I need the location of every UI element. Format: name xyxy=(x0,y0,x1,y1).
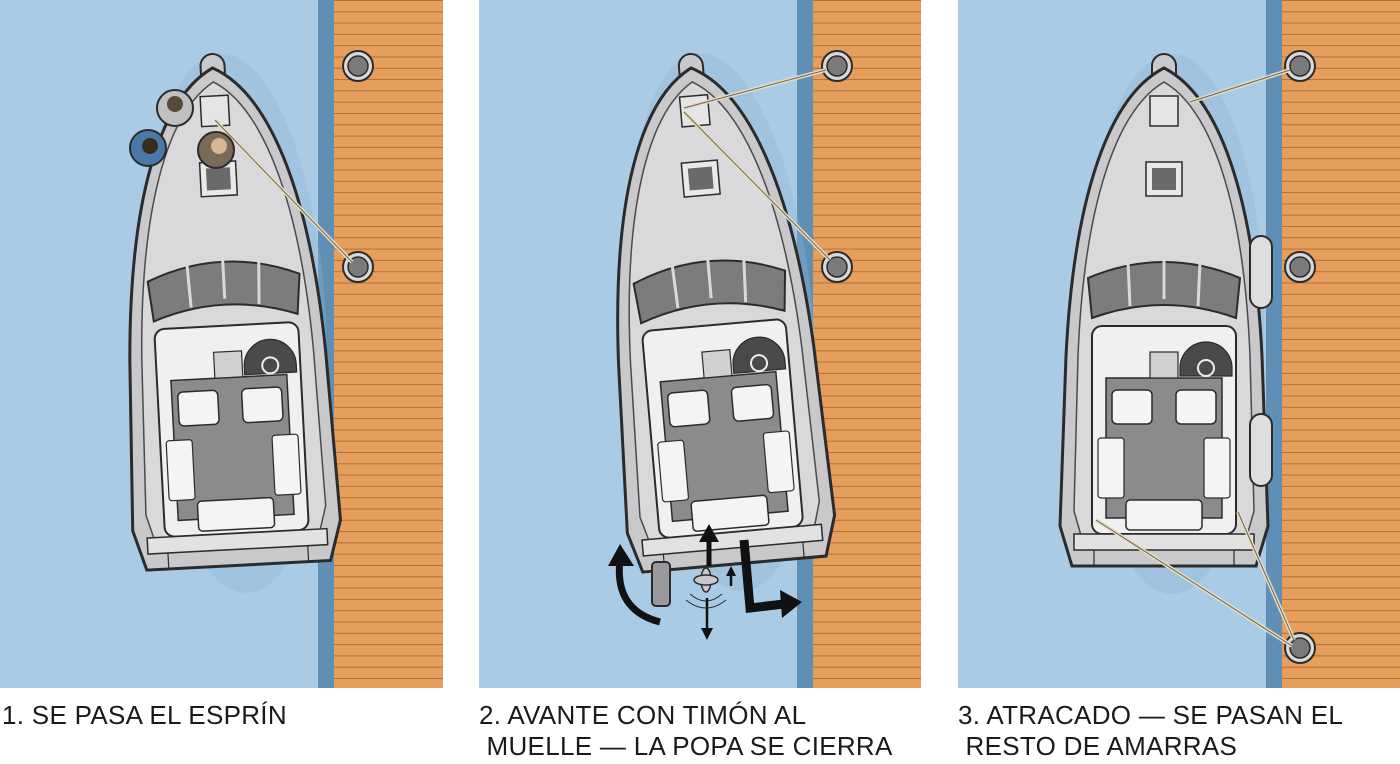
caption-line: 2. AVANTE CON TIMÓN AL xyxy=(479,700,807,730)
fender-icon xyxy=(1249,413,1273,487)
rotation-arrow-icon xyxy=(615,559,661,626)
stern-movement-arrow-icon xyxy=(739,539,785,614)
dock-edge xyxy=(1266,0,1282,688)
rudder-icon xyxy=(651,561,671,607)
caption-step-2: 2. AVANTE CON TIMÓN AL MUELLE — LA POPA … xyxy=(479,700,893,762)
caption-step-1: 1. SE PASA EL ESPRÍN xyxy=(2,700,287,731)
caption-step-3: 3. ATRACADO — SE PASAN EL RESTO DE AMARR… xyxy=(958,700,1343,762)
dock xyxy=(334,0,443,688)
caption-line: MUELLE — LA POPA SE CIERRA xyxy=(479,731,893,761)
crew-member-icon xyxy=(156,89,194,127)
bollard-icon xyxy=(342,50,374,82)
caption-line: 3. ATRACADO — SE PASAN EL xyxy=(958,700,1344,730)
bollard-icon xyxy=(1284,50,1316,82)
panel-2 xyxy=(479,0,921,688)
caption-line: RESTO DE AMARRAS xyxy=(958,731,1238,761)
crew-member-icon xyxy=(129,129,167,167)
caption-line: 1. SE PASA EL ESPRÍN xyxy=(2,700,287,730)
dock xyxy=(1282,0,1400,688)
crew-member-icon xyxy=(197,131,235,169)
bollard-icon xyxy=(1284,632,1316,664)
bollard-icon xyxy=(1284,251,1316,283)
panel-1 xyxy=(0,0,443,688)
bollard-icon xyxy=(821,50,853,82)
fender-icon xyxy=(1249,235,1273,309)
panel-3 xyxy=(958,0,1400,688)
dock xyxy=(813,0,921,688)
